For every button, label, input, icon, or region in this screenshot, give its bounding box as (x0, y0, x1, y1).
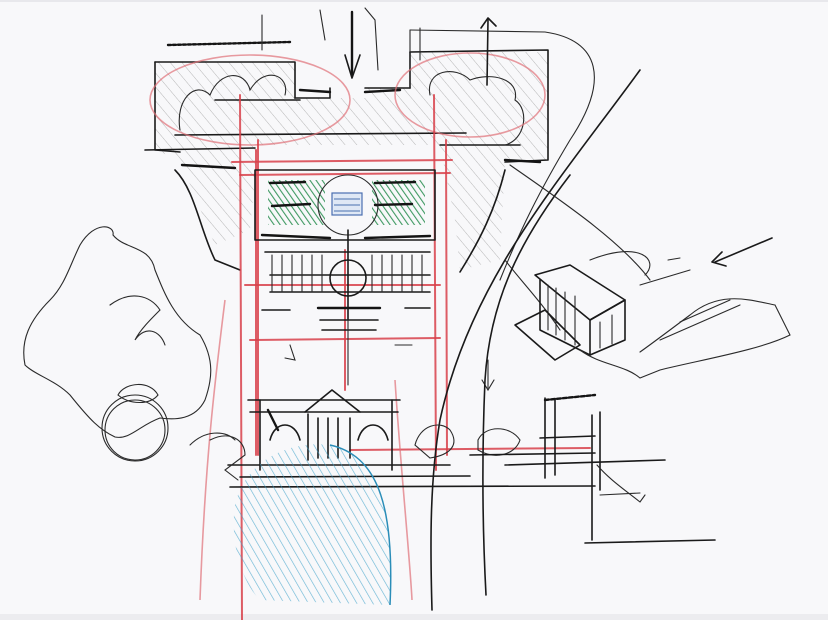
section-detail (469, 393, 716, 544)
paper-edge (0, 0, 828, 2)
main-building-plan (144, 29, 595, 281)
colonnade (261, 229, 431, 331)
perspective-house (514, 251, 791, 379)
trees (414, 424, 521, 459)
entry-arrow (344, 10, 361, 79)
stray-strokes (261, 7, 421, 361)
blue-pool (233, 444, 392, 606)
fountain-icon (331, 192, 363, 216)
exit-arrow (480, 17, 497, 86)
courtyard-garden (254, 169, 436, 241)
down-arrow (481, 359, 495, 392)
paper-edge (0, 614, 828, 620)
landscape-blob (23, 226, 236, 462)
approach-arrow (711, 237, 773, 267)
curving-road (430, 69, 651, 611)
